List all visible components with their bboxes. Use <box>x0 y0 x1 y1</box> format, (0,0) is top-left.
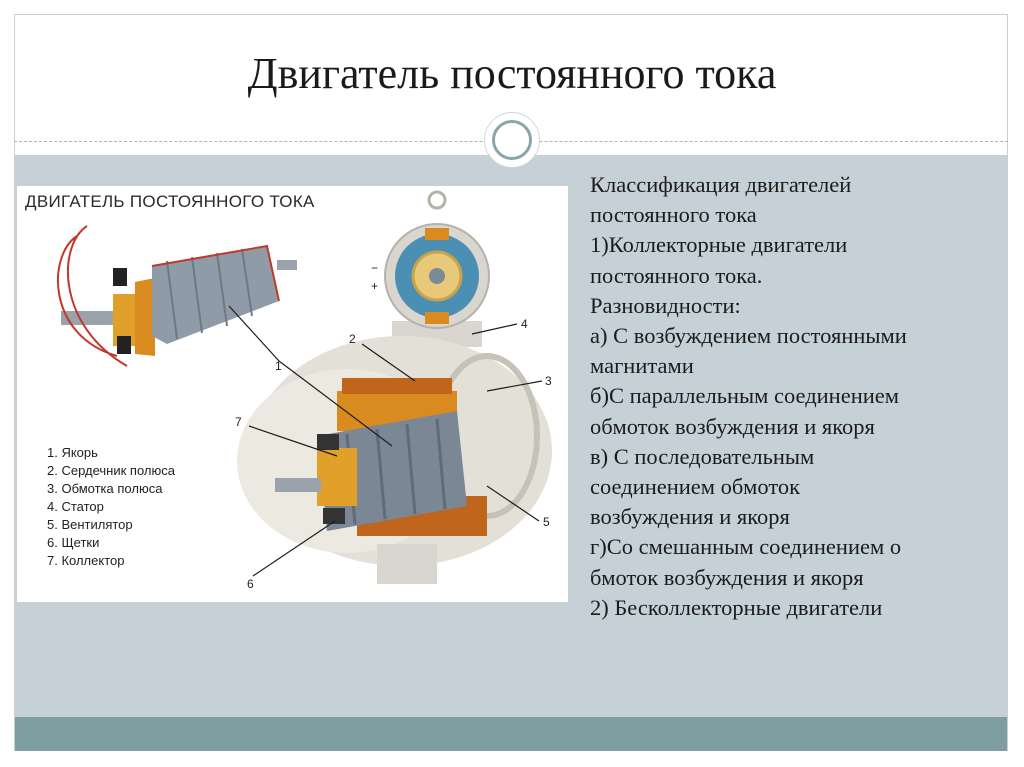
callout-2: 2 <box>349 332 356 346</box>
footer-bar <box>15 717 1007 751</box>
motor-drawing: − + <box>57 190 552 591</box>
figure-caption: ДВИГАТЕЛЬ ПОСТОЯННОГО ТОКА <box>25 192 315 211</box>
callout-3: 3 <box>545 374 552 388</box>
text-line: а) С возбуждением постоянными <box>590 323 907 349</box>
text-line: б)С параллельным соединением <box>590 383 900 409</box>
text-line: Классификация двигателей <box>590 172 852 197</box>
callout-6: 6 <box>247 577 254 591</box>
text-line: бмоток возбуждения и якоря <box>590 564 864 590</box>
legend-item: 3. Обмотка полюса <box>47 481 163 496</box>
legend-item: 7. Коллектор <box>47 553 125 568</box>
divider-ring-icon <box>484 112 540 168</box>
figure-legend: 1. Якорь 2. Сердечник полюса 3. Обмотка … <box>47 444 175 570</box>
callout-4: 4 <box>521 317 528 331</box>
slide-title: Двигатель постоянного тока <box>247 49 777 98</box>
assembled-motor-drawing <box>237 336 552 584</box>
legend-item: 5. Вентилятор <box>47 517 133 532</box>
callout-5: 5 <box>543 515 550 529</box>
text-line: 2) Бесколлекторные двигатели <box>590 594 883 620</box>
motor-illustration: ДВИГАТЕЛЬ ПОСТОЯННОГО ТОКА <box>17 186 568 602</box>
text-line: г)Со смешанным соединением о <box>590 534 902 560</box>
legend-item: 1. Якорь <box>47 445 98 460</box>
terminal-minus-label: − <box>371 261 378 275</box>
legend-item: 6. Щетки <box>47 535 100 550</box>
armature-drawing <box>57 225 297 367</box>
callout-7: 7 <box>235 415 242 429</box>
text-line: возбуждения и якоря <box>590 504 790 530</box>
callout-1: 1 <box>275 359 282 373</box>
text-line: в) С последовательным <box>590 443 815 469</box>
ring-inner <box>492 120 532 160</box>
callout-lines <box>228 305 543 577</box>
text-line: постоянного тока. <box>590 262 763 288</box>
classification-text: Классификация двигателей постоянного ток… <box>590 170 1000 623</box>
text-line: соединением обмоток <box>590 474 801 500</box>
text-line: магнитами <box>590 353 694 379</box>
text-line: постоянного тока <box>590 202 757 228</box>
terminal-plus-label: + <box>371 279 378 293</box>
legend-item: 4. Статор <box>47 499 104 514</box>
legend-item: 2. Сердечник полюса <box>47 463 175 478</box>
stator-cross-section: − + <box>371 190 490 347</box>
text-line: обмоток возбуждения и якоря <box>590 413 875 439</box>
text-line: Разновидности: <box>590 292 741 318</box>
text-line: 1)Коллекторные двигатели <box>590 232 848 258</box>
